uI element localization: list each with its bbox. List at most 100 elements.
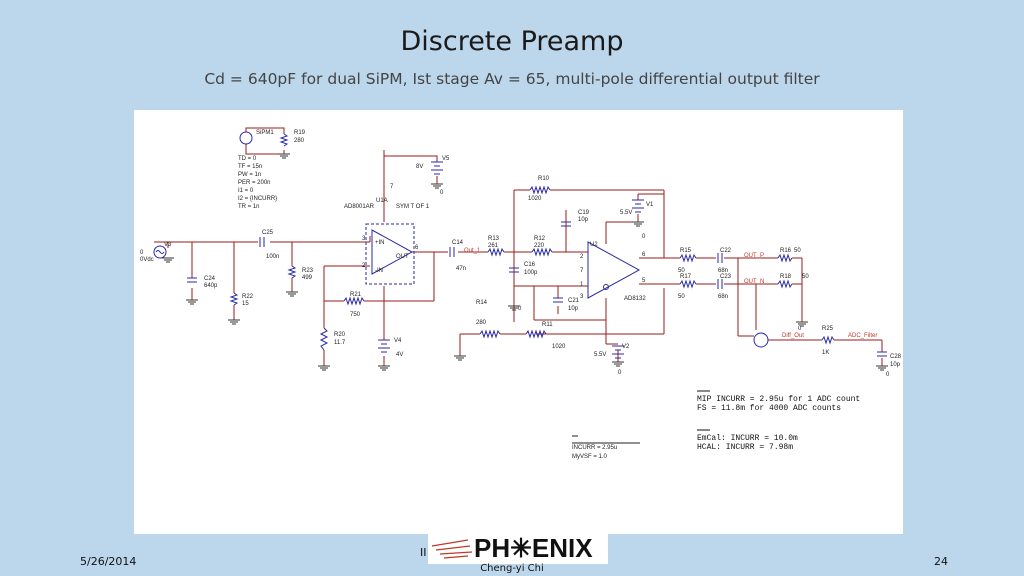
label-i2: I2 = {INCURR}	[238, 196, 277, 202]
label-outp: OUT_P	[744, 253, 764, 259]
label-r16: R16	[780, 248, 792, 254]
label-r11-value: 1020	[552, 344, 566, 350]
ground-label: 0	[518, 306, 522, 312]
label-r14-value: 280	[476, 320, 487, 326]
notes-block: MIP INCURR = 2.95u for 1 ADC count FS = …	[697, 390, 860, 452]
label-u2-pin6: 6	[642, 252, 646, 258]
label-v3: V3	[164, 242, 172, 248]
label-c19: C19	[578, 210, 590, 216]
label-c22-value: 68n	[718, 268, 728, 274]
footer-author: Cheng-yi Chi	[480, 563, 544, 574]
logo-text: PH✳ENIX	[474, 533, 593, 563]
label-v3-dc: 0Vdc	[140, 257, 154, 263]
label-r12-value: 220	[534, 243, 545, 249]
slide-title: Discrete Preamp	[400, 26, 624, 57]
label-r17-value: 50	[678, 294, 685, 300]
label-v2: V2	[622, 344, 630, 350]
label-r22-value: 15	[242, 301, 249, 307]
label-c25-value: 100n	[266, 254, 279, 260]
label-v2-value: 5.5V	[594, 352, 606, 358]
label-c23-value: 68n	[718, 294, 728, 300]
label-c24: C24	[204, 276, 216, 282]
label-tf: TF = 15n	[238, 164, 262, 170]
label-v3-zero: 0	[140, 250, 144, 256]
label-r16-value: 50	[794, 248, 801, 254]
label-u2-pin7: 7	[580, 268, 584, 274]
label-r20-value: 11.7	[334, 340, 346, 346]
label-r20: R20	[334, 332, 346, 338]
label-pin2: 2	[362, 263, 366, 269]
label-r21-value: 750	[350, 312, 361, 318]
label-c22: C22	[720, 248, 732, 254]
wires	[154, 127, 883, 366]
label-v4-value: 4V	[396, 352, 403, 358]
ground-label: 0	[798, 326, 802, 332]
ground-label: 0	[886, 372, 890, 378]
label-out1: Out_1	[464, 248, 481, 254]
label-r14: R14	[476, 300, 488, 306]
note-hcal: HCAL: INCURR = 7.98m	[697, 443, 793, 452]
label-v5-value: 8V	[416, 164, 423, 170]
label-r13-value: 261	[488, 243, 499, 249]
component-labels: SiPM1 R19 280 TD = 0 TF = 15n PW = 1n PE…	[140, 130, 902, 378]
label-tr: TR = 1n	[238, 204, 260, 210]
param-myvsf: MyVSF = 1.0	[572, 454, 608, 460]
slide-subtitle: Cd = 640pF for dual SiPM, Ist stage Av =…	[204, 70, 820, 88]
label-c14: C14	[452, 240, 464, 246]
note-mip: MIP INCURR = 2.95u for 1 ADC count	[697, 395, 860, 404]
label-pin-minus-in: -IN	[375, 268, 383, 274]
label-out: OUT	[396, 254, 409, 260]
label-c19-value: 10p	[578, 217, 589, 223]
label-c16: C16	[524, 262, 536, 268]
label-c21: C21	[568, 298, 580, 304]
label-v1-value: 5.5V	[620, 210, 632, 216]
label-ad8132: AD8132	[624, 296, 646, 302]
label-u2-pin1: 1	[580, 282, 584, 288]
label-pin-plus-in: +IN	[375, 240, 385, 246]
schematic-diagram: SiPM1 R19 280 TD = 0 TF = 15n PW = 1n PE…	[140, 127, 902, 460]
label-pin7: 7	[390, 184, 394, 190]
components	[153, 131, 887, 359]
label-r12: R12	[534, 236, 546, 242]
label-r23-value: 499	[302, 275, 313, 281]
logo-graphic: PH✳ENIX	[431, 533, 593, 563]
label-td: TD = 0	[238, 156, 257, 162]
label-c16-value: 100p	[524, 270, 538, 276]
label-r25-value: 1K	[822, 350, 829, 356]
label-c14-value: 47n	[456, 266, 466, 272]
note-fs: FS = 11.8m for 4000 ADC counts	[697, 404, 841, 413]
label-r19: R19	[294, 130, 306, 136]
label-sym: SYM T OF 1	[396, 204, 430, 210]
label-r22: R22	[242, 294, 254, 300]
label-u2-pin2: 2	[580, 254, 584, 260]
label-r17: R17	[680, 274, 692, 280]
ground-symbols	[162, 153, 888, 371]
ground-label: 0	[642, 234, 646, 240]
label-r19-value: 280	[294, 138, 305, 144]
label-r15: R15	[680, 248, 692, 254]
label-r18-value: 50	[802, 274, 809, 280]
label-pin3: 3	[362, 236, 366, 242]
note-emcal: EmCal: INCURR = 10.0m	[697, 434, 798, 443]
label-i1: I1 = 0	[238, 188, 254, 194]
label-r18: R18	[780, 274, 792, 280]
label-u2-pin3: 3	[580, 294, 584, 300]
label-r25: R25	[822, 326, 834, 332]
params-block: INCURR = 2.95u MyVSF = 1.0	[572, 435, 640, 460]
label-r13: R13	[488, 236, 500, 242]
param-incurr: INCURR = 2.95u	[572, 445, 617, 451]
footer-left-fragment: II	[420, 546, 427, 559]
label-c24-value: 640p	[204, 283, 218, 289]
label-u1a: U1A	[376, 198, 388, 204]
label-c23: C23	[720, 274, 732, 280]
label-v4: V4	[394, 338, 402, 344]
label-u2: U2	[590, 242, 598, 248]
ground-label: 0	[618, 370, 622, 376]
label-per: PER = 200n	[238, 180, 271, 186]
label-r23: R23	[302, 268, 314, 274]
label-u2-pin5: 5	[642, 278, 646, 284]
footer-date: 5/26/2014	[80, 555, 137, 568]
label-v1: V1	[646, 202, 654, 208]
label-v5: V5	[442, 156, 450, 162]
label-ad8001: AD8001AR	[344, 204, 375, 210]
